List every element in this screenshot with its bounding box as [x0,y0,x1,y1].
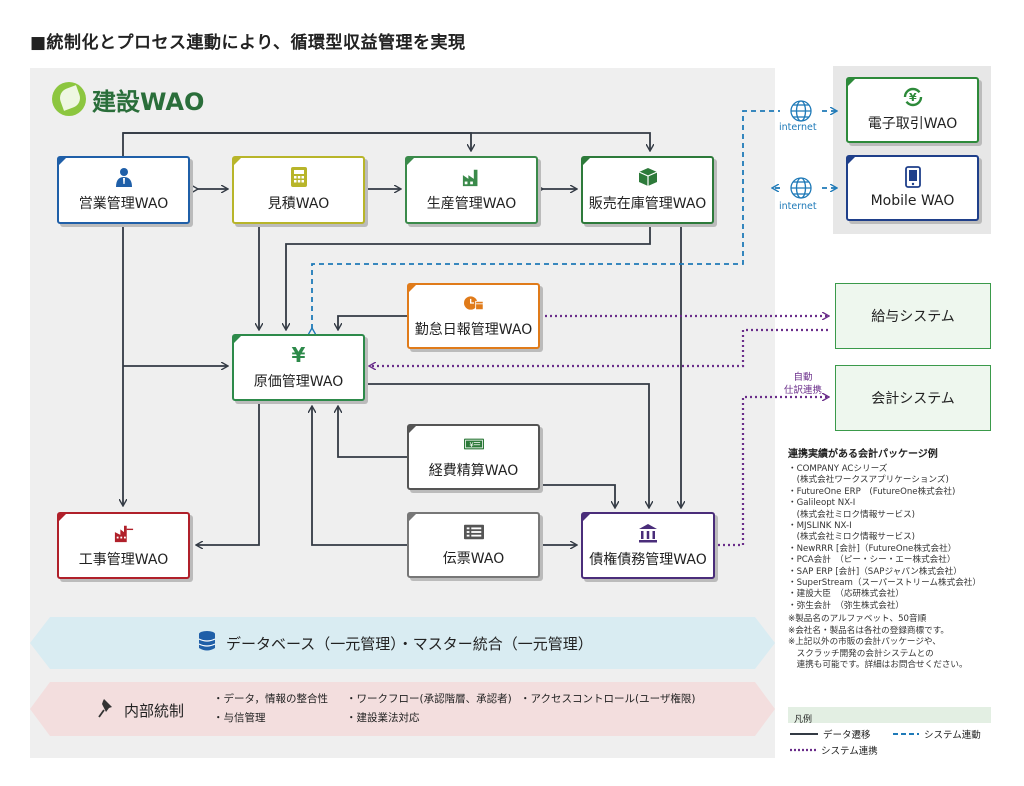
yen-exchange-icon: ¥ [903,87,923,107]
package-note: 連携も可能です。詳細はお問合せください。 [788,659,968,670]
yen-icon: ¥ [291,342,306,367]
database-band: データベース（一元管理）・マスター統合（一元管理） [30,617,775,669]
leaf-logo-icon [52,82,86,116]
control-item-5: ・建設業法対応 [346,712,420,724]
module-mitsumori[interactable]: 見積WAO [232,156,365,224]
construction-site-icon [114,523,134,543]
package-item: ・NewRRR [会計]（FutureOne株式会社） [788,543,957,554]
dotted-line-swatch [790,748,816,752]
database-icon [198,630,216,656]
factory-icon [462,167,482,187]
package-item: ・弥生会計 （弥生株式会社） [788,600,905,611]
legend-label: データ遷移 [823,730,871,741]
package-item: (株式会社ミロク情報サービス) [788,509,916,520]
internet-label-1: internet [779,122,817,133]
package-note: スクラッチ開発の会計システムとの [788,648,934,659]
package-item: ・建設大臣 （応研株式会社） [788,589,905,600]
dashed-line-swatch [893,733,919,735]
clock-calendar-icon [463,293,484,313]
package-note: ※上記以外の市販の会計パッケージや、 [788,637,941,648]
package-item: ・COMPANY ACシリーズ [788,464,888,474]
bank-icon [638,523,658,543]
module-label: 見積WAO [267,196,330,212]
payroll-system[interactable]: 給与システム [835,283,991,349]
legend-label: システム連動 [924,730,981,741]
svg-text:¥: ¥ [909,91,917,104]
package-note: ※製品名のアルファベット、50音順 [788,614,927,625]
module-label: 債権債務管理WAO [589,551,707,568]
banknote-icon: ¥ [463,434,484,454]
module-kintai[interactable]: 勤怠日報管理WAO [407,283,540,349]
module-keihi[interactable]: ¥ 経費精算WAO [407,424,540,490]
module-saiken[interactable]: 債権債務管理WAO [581,512,715,579]
accounting-system[interactable]: 会計システム [835,365,991,431]
module-label: 営業管理WAO [78,196,169,212]
module-koji[interactable]: 工事管理WAO [57,512,190,579]
module-denshi[interactable]: ¥ 電子取引WAO [846,77,979,143]
packages-notes: ※製品名のアルファベット、50音順※会社名・製品名は各社の登録商標です。※上記以… [788,614,1020,671]
slip-icon [463,522,484,542]
legend-header: 凡例 [788,707,991,725]
globe-icon-1 [790,100,812,122]
packages-heading: 連携実績がある会計パッケージ例 [788,449,938,460]
internal-control-band: 内部統制 ・データ，情報の整合性 ・ワークフロー(承認階層、承認者) ・アクセス… [30,682,775,736]
auto-journal-label: 自動 仕訳連携 [784,372,822,397]
calculator-icon [289,167,309,187]
page-title: ■統制化とプロセス連動により、循環型収益管理を実現 [30,33,466,53]
brand-logo: 建設WAO [52,82,204,116]
salesperson-icon [114,167,134,187]
auto-label-line2: 仕訳連携 [784,384,823,396]
solid-line-swatch [790,733,818,735]
packages-list: ・COMPANY ACシリーズ (株式会社ワークスアプリケーションズ)・Futu… [788,464,1020,612]
tablet-icon [903,166,923,188]
package-item: ・SuperStream（スーパーストリーム株式会社） [788,578,981,589]
module-hanbai[interactable]: 販売在庫管理WAO [581,156,714,224]
package-item: ・SAP ERP [会計]（SAPジャパン株式会社） [788,566,962,577]
package-item: (株式会社ワークスアプリケーションズ) [788,475,949,486]
module-label: 勤怠日報管理WAO [414,322,533,338]
control-item-1: ・データ，情報の整合性 [213,693,328,705]
module-genka[interactable]: ¥ 原価管理WAO [232,334,365,401]
module-label: 経費精算WAO [428,463,519,479]
box-icon [638,167,658,187]
package-item: ・MJSLINK NX-Ⅰ [788,521,852,532]
package-item: ・FutureOne ERP (FutureOne株式会社) [788,486,956,497]
control-item-4: ・与信管理 [213,712,266,724]
module-eigyo[interactable]: 営業管理WAO [57,156,190,224]
module-label: 販売在庫管理WAO [588,196,707,212]
legend-label: システム連携 [821,746,878,757]
auto-label-line1: 自動 [793,372,813,383]
control-item-2: ・ワークフロー(承認階層、承認者) [346,693,512,705]
logo-text: 建設WAO [92,87,205,116]
internet-label-2: internet [779,201,817,212]
module-label: 伝票WAO [442,551,505,567]
module-seisan[interactable]: 生産管理WAO [405,156,538,224]
legend-data-flow: データ遷移 [790,727,871,741]
database-band-label: データベース（一元管理）・マスター統合（一元管理） [226,634,593,653]
control-item-3: ・アクセスコントロール(ユーザ権限) [520,693,696,705]
module-label: 電子取引WAO [867,116,958,132]
module-label: Mobile WAO [870,193,955,209]
accounting-packages: 連携実績がある会計パッケージ例 ・COMPANY ACシリーズ (株式会社ワーク… [788,445,1020,671]
internal-control-label: 内部統制 [124,701,185,720]
package-item: ・PCA会計 （ピー・シー・エー株式会社） [788,555,956,566]
svg-text:¥: ¥ [469,441,474,449]
legend-system-link: システム連動 [893,727,981,741]
module-label: 生産管理WAO [426,196,517,212]
pushpin-icon [98,698,116,722]
package-item: (株式会社ミロク情報サービス) [788,532,916,543]
legend-system-integration: システム連携 [790,743,878,757]
module-denpyo[interactable]: 伝票WAO [407,512,540,578]
legend-heading: 凡例 [794,715,813,725]
module-label: 工事管理WAO [78,551,169,568]
globe-icon-2 [790,177,812,199]
package-item: ・Galileopt NX-I [788,498,856,509]
package-note: ※会社名・製品名は各社の登録商標です。 [788,625,950,636]
module-mobile[interactable]: Mobile WAO [846,155,979,221]
module-label: 原価管理WAO [253,373,344,390]
